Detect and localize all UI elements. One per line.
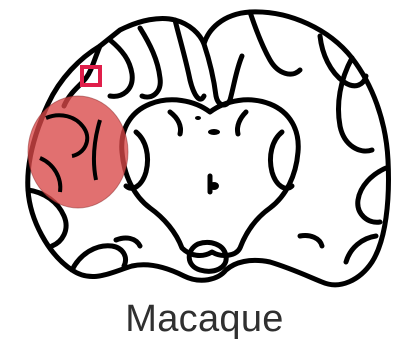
left-sulcus-1 [110, 40, 132, 96]
marker-dot-1 [208, 129, 220, 135]
marker-dot-2 [209, 182, 219, 190]
species-caption: Macaque [0, 300, 409, 338]
right-sulcus-4 [358, 168, 386, 222]
left-ventricle [170, 112, 181, 134]
right-sulcus-1 [250, 12, 300, 74]
right-temporal-fold [300, 235, 322, 246]
left-temporal-fold [116, 238, 140, 246]
marker-dot-3 [195, 116, 201, 120]
right-ventricle [237, 112, 246, 134]
left-medial-fold [175, 20, 204, 99]
right-medial-fold [204, 44, 242, 105]
left-lower-fold-2 [72, 246, 126, 270]
right-putamen [270, 132, 292, 188]
right-sulcus-3 [339, 58, 373, 151]
left-sulcus-2 [140, 28, 160, 97]
